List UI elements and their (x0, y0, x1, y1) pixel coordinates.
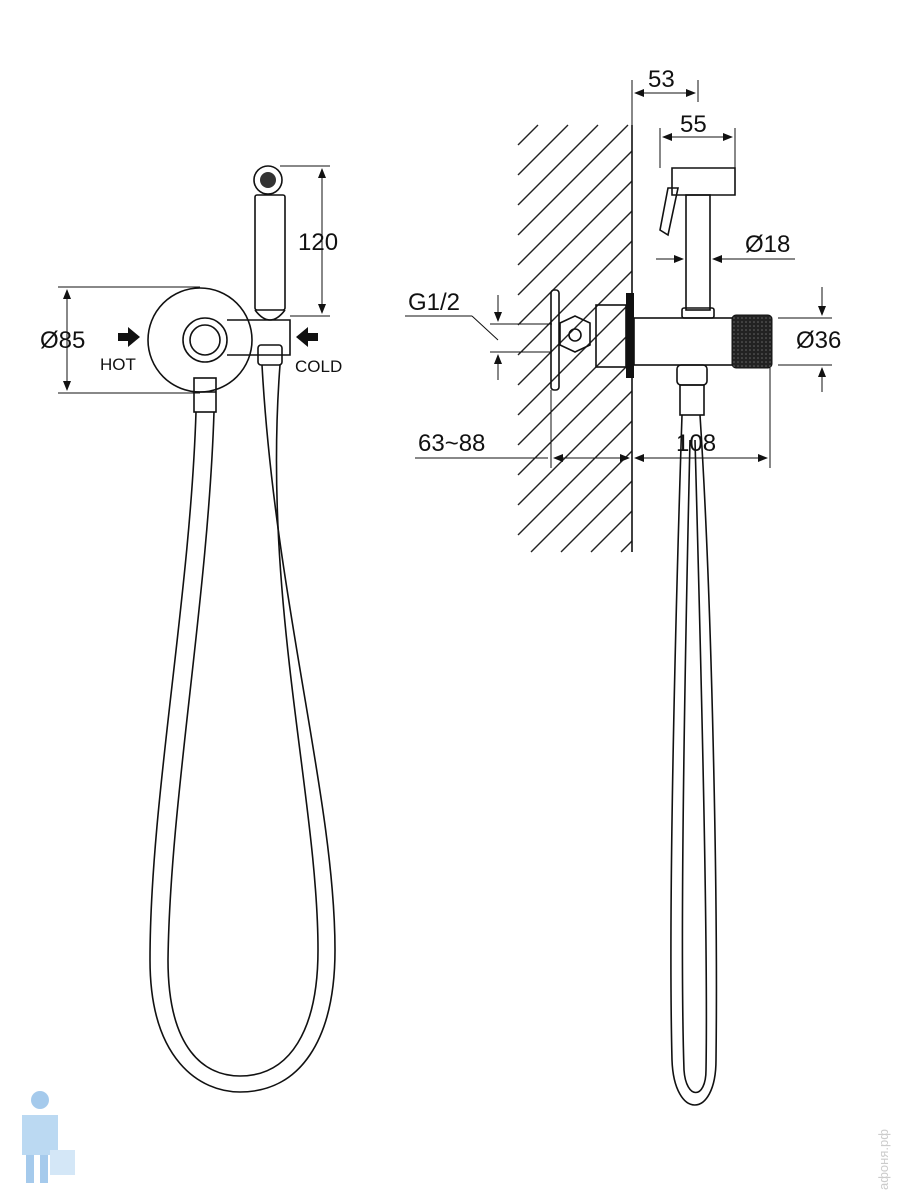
mount-flange (550, 289, 560, 391)
hatch-line (517, 124, 569, 176)
valve-body (633, 317, 735, 366)
hose-side (670, 414, 718, 1106)
hatch-line (620, 540, 633, 553)
plumber-logo (22, 1091, 75, 1183)
hatch-line (530, 450, 633, 553)
dim-body-diameter: Ø36 (796, 327, 841, 354)
dim-55: 55 (680, 111, 707, 138)
dim-handshower-height: 120 (298, 229, 338, 256)
hatch-line (517, 330, 633, 446)
hose (149, 364, 336, 1093)
handshower-body (254, 194, 286, 311)
hatch-line (517, 150, 633, 266)
hatch-line (517, 360, 633, 476)
hatch-line (517, 124, 539, 146)
hose-connector (193, 377, 217, 413)
nut (595, 304, 627, 368)
front-view: Ø85 120 HOT COLD (40, 165, 342, 1093)
dim-53: 53 (648, 66, 675, 93)
spray-head-side (671, 167, 736, 196)
hatch-line (517, 210, 633, 326)
dim-stem-diameter: Ø18 (745, 231, 790, 258)
cold-arrow-icon (296, 327, 318, 347)
hatch-line (517, 270, 633, 386)
hatch-line (517, 124, 629, 236)
dim-body-length: 108 (676, 430, 716, 457)
watermark: афоня.рф (876, 1129, 891, 1190)
wall-plate (147, 287, 253, 393)
knurled-knob (731, 314, 773, 369)
label-cold: COLD (295, 357, 342, 376)
label-hot: HOT (100, 355, 136, 374)
hatch-line (517, 240, 633, 356)
side-view: 53 55 Ø18 Ø36 G1/2 63~88 108 (405, 66, 841, 1106)
hatch-line (517, 124, 599, 206)
dim-plate-diameter: Ø85 (40, 327, 85, 354)
escutcheon (626, 293, 634, 378)
dim-thread: G1/2 (408, 289, 460, 316)
hatch-line (517, 390, 633, 506)
hatch-line (517, 300, 633, 416)
valve-ring (182, 317, 228, 363)
wall-hatch (517, 124, 633, 553)
hatch-line (560, 480, 633, 553)
hatch-line (517, 180, 633, 296)
hex-nut (559, 315, 591, 353)
hatch-line (590, 510, 633, 553)
dim-wall-depth: 63~88 (418, 430, 485, 457)
hatch-line (517, 420, 633, 536)
spray-head (253, 165, 283, 195)
hot-arrow-icon (118, 327, 140, 347)
trigger (659, 187, 679, 237)
